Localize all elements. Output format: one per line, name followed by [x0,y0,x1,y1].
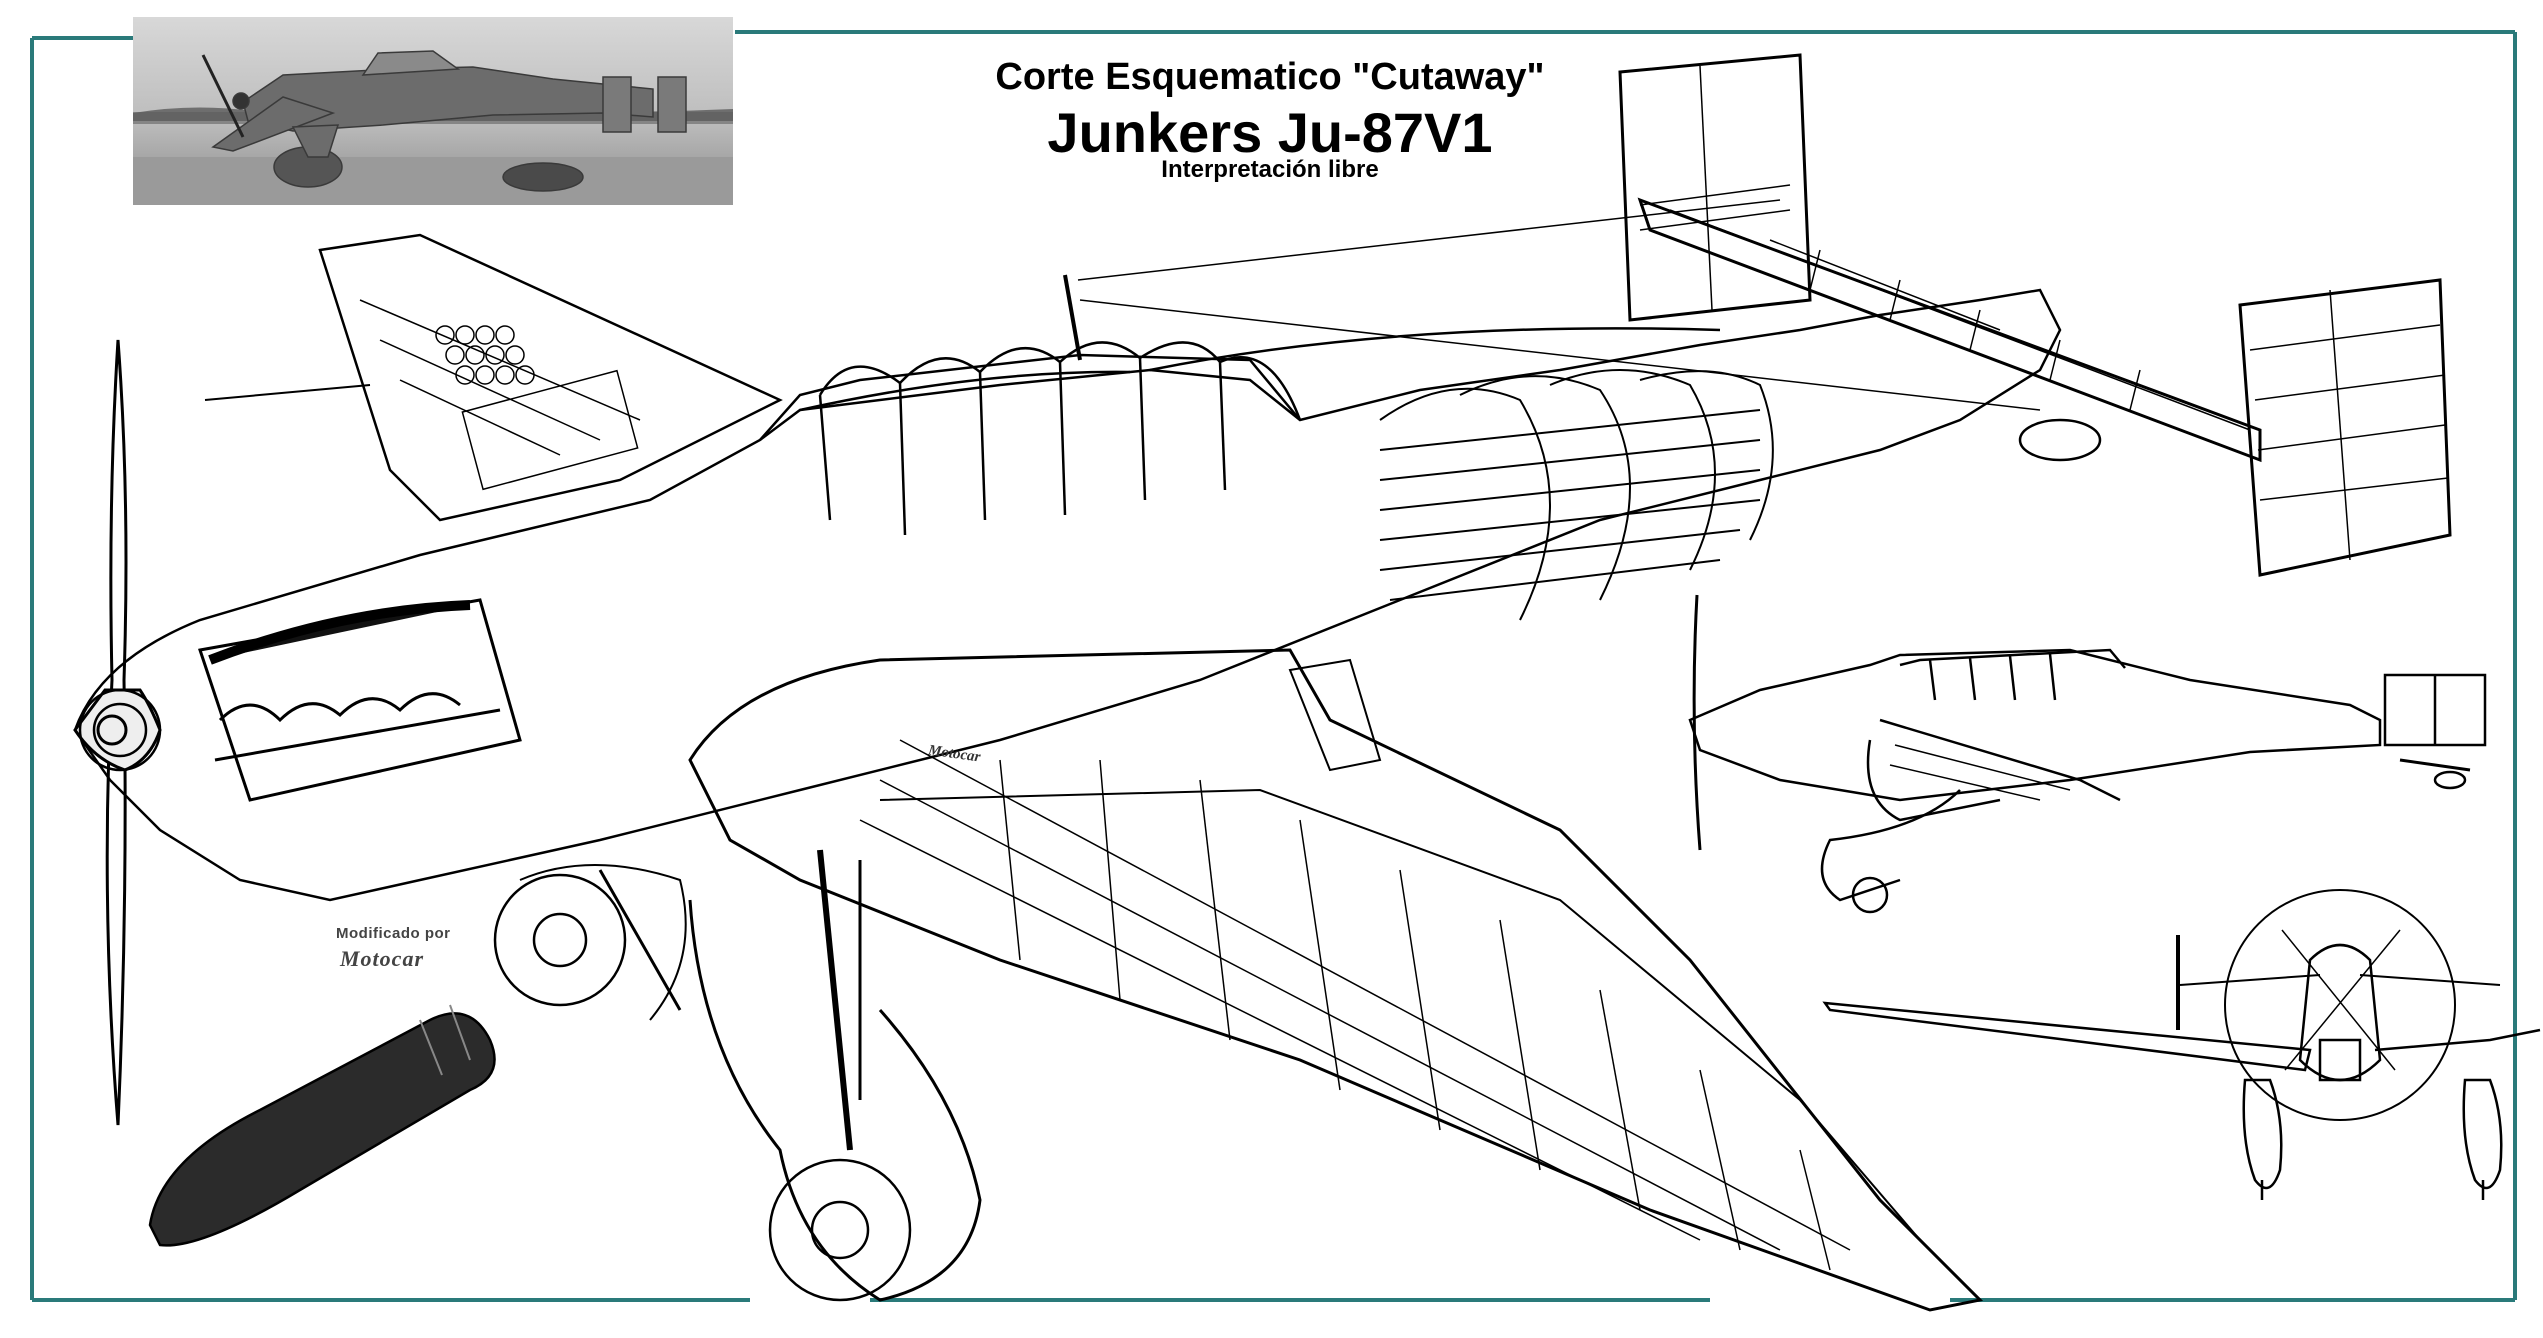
credit-author: Motocar [340,946,424,971]
engine-icon [78,598,522,802]
landing-gear-icon [493,849,982,1302]
photo-aircraft-icon [201,50,687,192]
credit-label: Modificado por [336,925,451,942]
bomb-icon [148,1004,496,1247]
tailplane-icon [1618,53,2452,577]
ammo-cells-icon [435,325,535,385]
reference-photo [133,17,733,205]
title-line-1: Corte Esquematico "Cutaway" [995,56,1545,98]
title-line-2: Junkers Ju-87V1 [1047,101,1493,164]
title-line-3: Interpretación libre [1161,156,1379,183]
